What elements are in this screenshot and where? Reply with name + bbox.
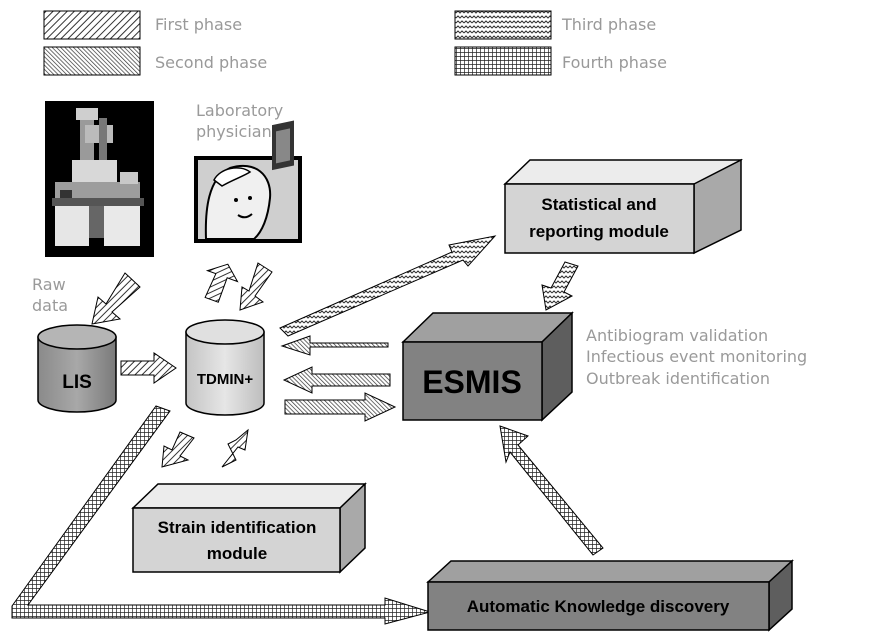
lab-physician-label-line1: Laboratory: [196, 101, 283, 120]
esmis-function-outbreak: Outbreak identification: [586, 369, 770, 388]
arrow-lis-to-tdmin: [120, 352, 177, 384]
arrow-tdmin-to-esmis: [284, 392, 397, 422]
legend-label: Fourth phase: [562, 53, 667, 72]
legend-item-fourth-phase: Fourth phase: [454, 46, 667, 76]
legend-label: Second phase: [155, 53, 267, 72]
lab-instrument-image: [45, 101, 154, 257]
raw-data-label-line1: Raw: [32, 275, 66, 294]
arrow-physician-to-tdmin: [239, 262, 273, 311]
akd-box[interactable]: Automatic Knowledge discovery: [426, 559, 794, 632]
legend-item-first-phase: First phase: [43, 10, 242, 40]
strain-label-line2: module: [207, 544, 267, 563]
esmis-label: ESMIS: [422, 364, 522, 400]
legend-label: First phase: [155, 15, 242, 34]
arrow-esmis-to-tdmin-2: [282, 366, 391, 394]
legend-item-third-phase: Third phase: [454, 10, 656, 40]
arrow-tdmin-to-strain: [161, 431, 195, 468]
lis-label: LIS: [62, 372, 92, 393]
physician-image: [194, 120, 302, 243]
strain-label-line1: Strain identification: [158, 518, 317, 537]
second-phase-swatch: [43, 46, 141, 76]
arrow-akd-to-esmis: [499, 425, 604, 556]
statistical-label-line2: reporting module: [529, 222, 669, 241]
tdmin-database[interactable]: TDMIN+: [185, 319, 265, 416]
legend: First phase Second phase Third phase Fou…: [43, 10, 667, 76]
esmis-box[interactable]: ESMIS: [401, 311, 574, 422]
statistical-label-line1: Statistical and: [541, 195, 656, 214]
statistical-reporting-box[interactable]: Statistical and reporting module: [503, 158, 743, 255]
arrow-tdmin-to-physician: [204, 263, 239, 303]
arrow-strain-to-tdmin: [221, 428, 249, 468]
lab-physician-label-line2: physician: [196, 122, 272, 141]
arrow-statistical-to-esmis: [541, 261, 579, 311]
arrow-instrument-to-lis: [91, 272, 141, 325]
strain-identification-box[interactable]: Strain identification module: [131, 482, 367, 574]
tdmin-label: TDMIN+: [197, 371, 253, 388]
akd-label: Automatic Knowledge discovery: [467, 597, 730, 616]
third-phase-swatch: [454, 10, 552, 40]
lis-database[interactable]: LIS: [37, 324, 117, 413]
arrow-esmis-to-tdmin-1: [280, 335, 389, 356]
raw-data-label-line2: data: [32, 296, 68, 315]
arrow-tdmin-to-statistical: [279, 235, 497, 337]
legend-item-second-phase: Second phase: [43, 46, 267, 76]
esmis-function-antibiogram: Antibiogram validation: [586, 326, 768, 345]
fourth-phase-swatch: [454, 46, 552, 76]
esmis-function-infectious: Infectious event monitoring: [586, 347, 807, 366]
first-phase-swatch: [43, 10, 141, 40]
legend-label: Third phase: [561, 15, 656, 34]
